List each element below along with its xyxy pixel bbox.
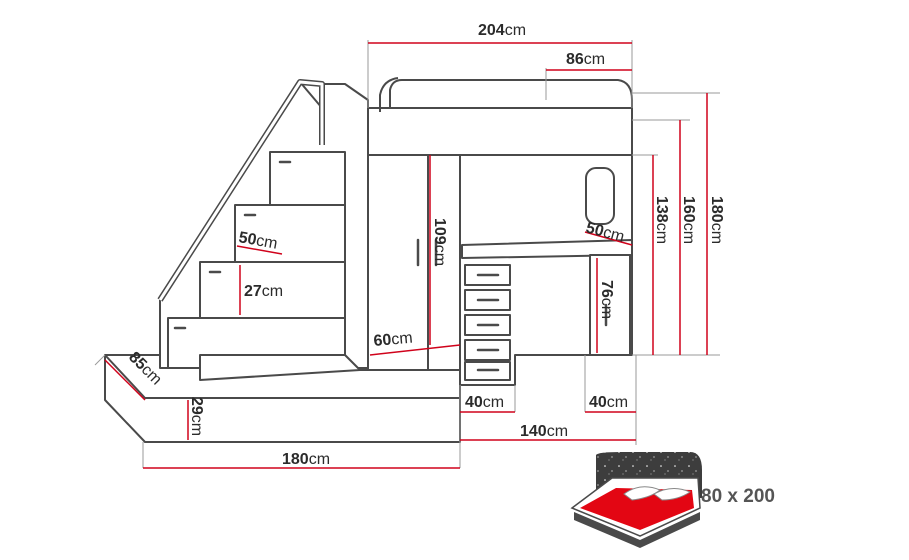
upper-bed <box>367 107 633 156</box>
label-total-width: 204cm <box>478 22 526 39</box>
label-bed-height: 29cm <box>188 397 205 436</box>
dimension-lines <box>104 42 708 469</box>
label-step-height: 27cm <box>244 283 283 300</box>
label-wardrobe-height: 109cm <box>431 218 448 266</box>
dimension-guides <box>94 40 720 468</box>
label-desk-width: 140cm <box>520 423 568 440</box>
handles <box>173 160 608 372</box>
label-bed-length: 180cm <box>282 451 330 468</box>
label-height-160: 160cm <box>680 196 697 244</box>
dimension-labels: 204cm 86cm 180cm 160cm 138cm 109cm 50cm … <box>125 22 725 468</box>
label-height-180: 180cm <box>708 196 725 244</box>
mattress-icon <box>570 452 702 548</box>
furniture-outline <box>104 77 633 443</box>
label-step-depth: 50cm <box>237 229 278 253</box>
label-height-138: 138cm <box>653 196 670 244</box>
mattress-size-label: 80 x 200 <box>701 486 775 507</box>
label-desk-depth: 50cm <box>584 219 626 246</box>
label-wardrobe-depth: 60cm <box>373 330 413 350</box>
label-drawer-width: 40cm <box>465 394 504 411</box>
label-cabinet-width: 40cm <box>589 394 628 411</box>
label-top-rail: 86cm <box>566 51 605 68</box>
label-desk-height: 76cm <box>598 280 615 319</box>
